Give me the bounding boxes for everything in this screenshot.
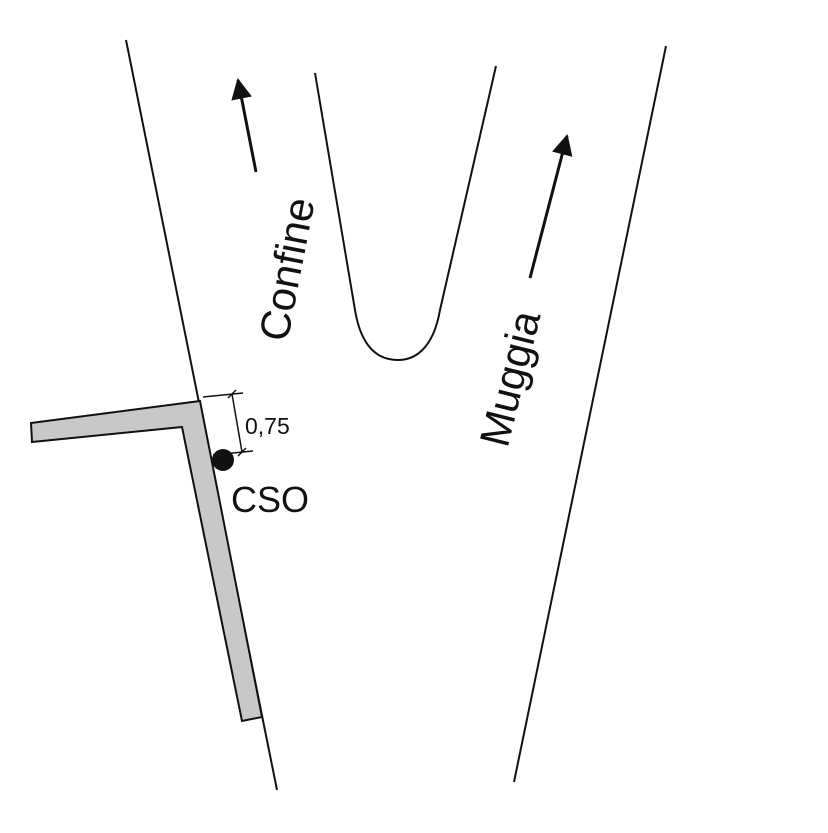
cso-point [212,449,234,471]
arrow-confine [231,77,258,173]
road-right-edge [513,45,667,783]
wall-structure [29,399,264,723]
dimension-label: 0,75 [245,413,290,439]
label-confine: Confine [250,194,324,345]
label-muggia: Muggia [470,305,549,451]
cso-label: CSO [231,479,309,520]
traffic-island [314,65,497,362]
arrow-muggia [528,133,573,279]
